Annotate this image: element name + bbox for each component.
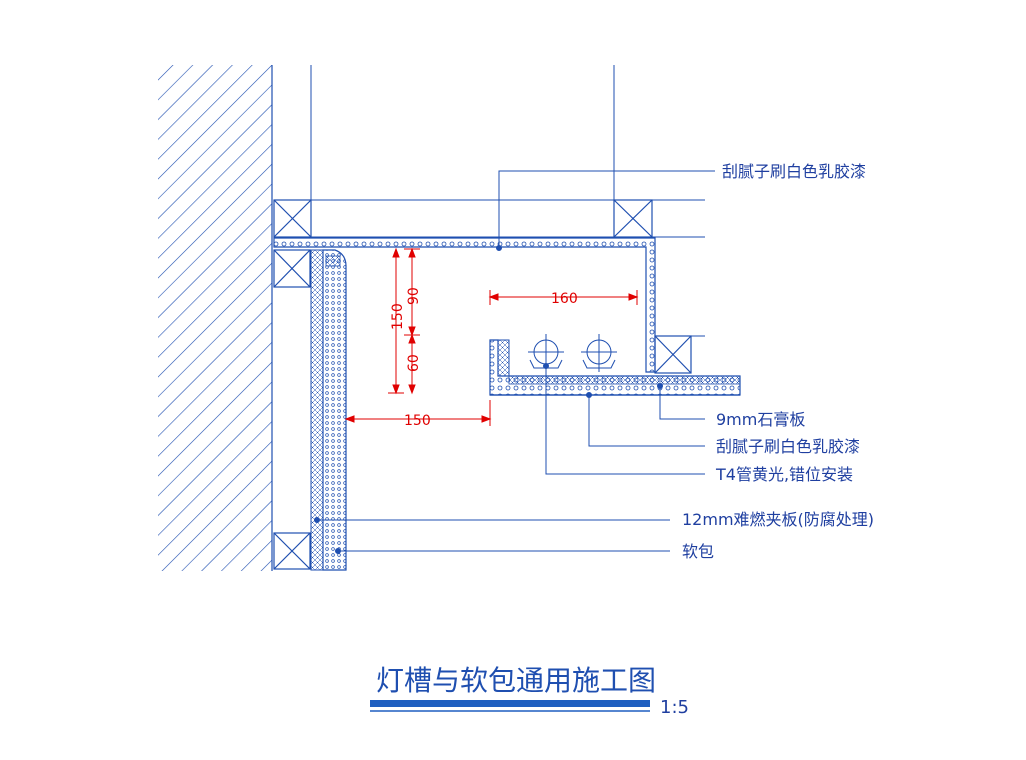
- label-gypsum: 9mm石膏板: [716, 410, 805, 429]
- label-soft-pack: 软包: [682, 542, 714, 561]
- title-underline: [370, 700, 650, 707]
- leader-lines: [314, 170, 715, 554]
- label-putty-top: 刮腻子刷白色乳胶漆: [722, 162, 866, 181]
- t4-lamps: [528, 334, 617, 372]
- label-plywood: 12mm难燃夹板(防腐处理): [682, 510, 874, 529]
- drawing-scale: 1:5: [660, 697, 689, 718]
- concrete-wall: [158, 65, 273, 571]
- dim-160: 160: [551, 291, 578, 307]
- dim-90: 90: [406, 287, 422, 305]
- dim-60: 60: [406, 354, 422, 372]
- dim-150-horizontal: 150: [404, 413, 431, 429]
- ceiling-board: [273, 237, 705, 373]
- label-putty-bottom: 刮腻子刷白色乳胶漆: [716, 437, 860, 456]
- soft-pack-wall: [310, 249, 347, 571]
- label-t4-light: T4管黄光,错位安装: [715, 465, 853, 484]
- drawing-title: 灯槽与软包通用施工图: [376, 664, 656, 697]
- dim-150-vertical: 150: [390, 303, 406, 330]
- structure-lines: [310, 65, 705, 238]
- timber-blocks: [273, 199, 692, 570]
- light-trough-board: [489, 339, 741, 396]
- dimension-lines: [344, 247, 639, 426]
